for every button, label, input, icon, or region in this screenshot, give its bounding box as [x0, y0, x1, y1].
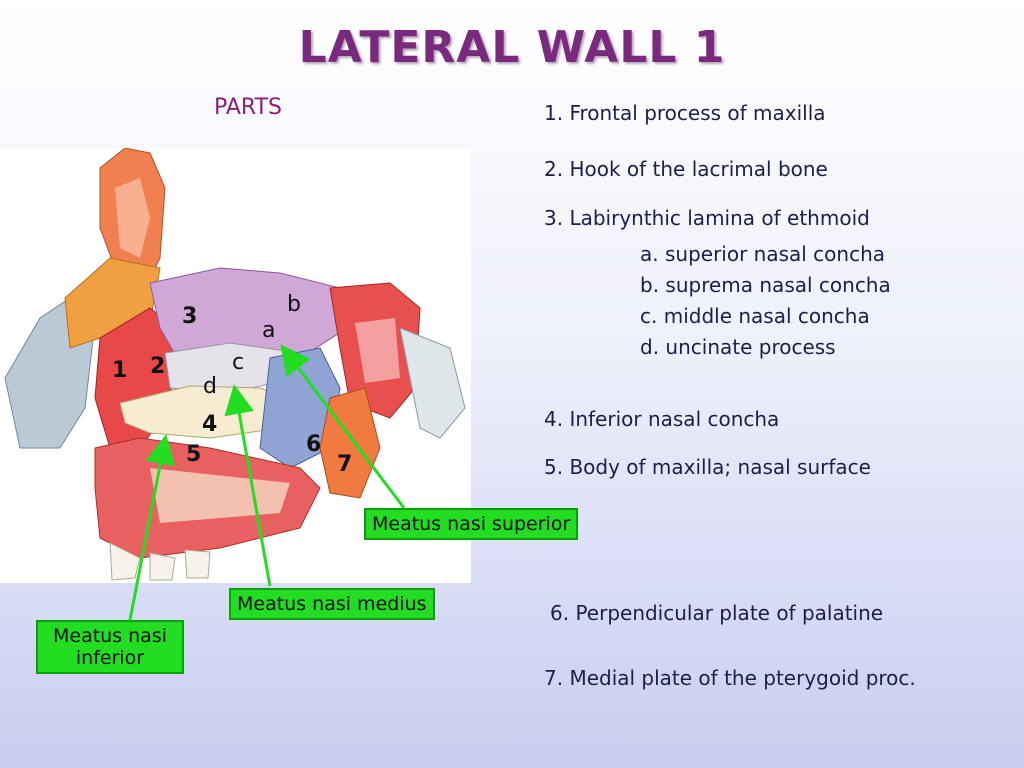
- legend-item-3d: d. uncinate process: [640, 335, 836, 359]
- callout-meatus-superior: Meatus nasi superior: [364, 508, 578, 540]
- legend-item-3: 3. Labirynthic lamina of ethmoid: [544, 206, 870, 230]
- legend-item-3b: b. suprema nasal concha: [640, 273, 891, 297]
- callout-meatus-medius: Meatus nasi medius: [229, 588, 435, 620]
- figure-label-d: d: [203, 374, 217, 399]
- callout-meatus-inferior-line1: Meatus nasi: [44, 625, 176, 647]
- figure-label-6: 6: [306, 432, 321, 457]
- legend-item-3a: a. superior nasal concha: [640, 242, 885, 266]
- figure-label-5: 5: [186, 442, 201, 467]
- slide-title: LATERAL WALL 1: [0, 22, 1024, 73]
- figure-label-c: c: [232, 350, 244, 375]
- legend-item-5: 5. Body of maxilla; nasal surface: [544, 455, 871, 479]
- figure-label-2: 2: [150, 354, 165, 379]
- legend-item-2: 2. Hook of the lacrimal bone: [544, 157, 828, 181]
- legend-item-4: 4. Inferior nasal concha: [544, 407, 779, 431]
- callout-meatus-inferior-line2: inferior: [44, 647, 176, 669]
- legend-item-6: 6. Perpendicular plate of palatine: [550, 601, 883, 625]
- legend-item-3c: c. middle nasal concha: [640, 304, 870, 328]
- figure-label-7: 7: [337, 452, 352, 477]
- figure-label-a: a: [262, 318, 275, 343]
- parts-heading: PARTS: [214, 95, 282, 120]
- figure-label-3: 3: [182, 304, 197, 329]
- figure-label-b: b: [287, 292, 301, 317]
- figure-label-4: 4: [202, 412, 217, 437]
- legend-item-7: 7. Medial plate of the pterygoid proc.: [544, 666, 916, 690]
- figure-label-1: 1: [112, 358, 127, 383]
- legend-item-1: 1. Frontal process of maxilla: [544, 101, 826, 125]
- callout-meatus-inferior: Meatus nasi inferior: [36, 620, 184, 674]
